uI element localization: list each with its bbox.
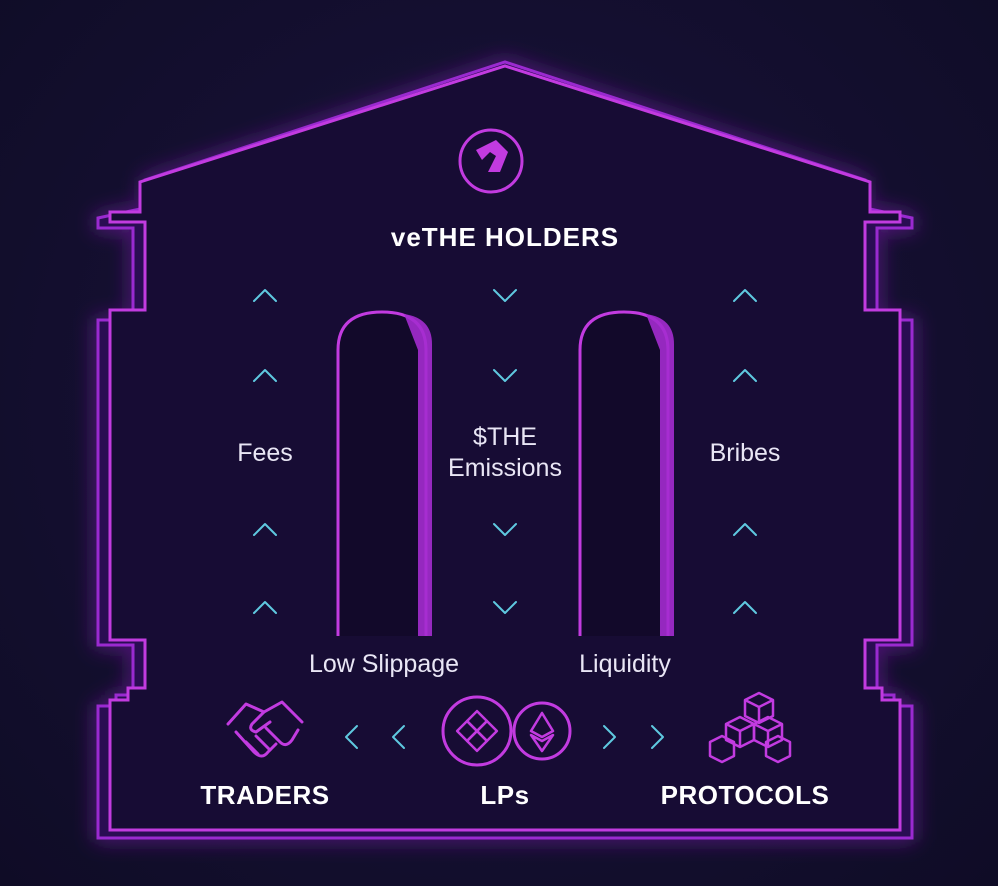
chevron-up-icon (733, 601, 757, 614)
thena-logo-icon (458, 128, 524, 194)
bnb-icon (441, 695, 513, 767)
chevron-up-icon (253, 289, 277, 302)
page-title: veTHE HOLDERS (390, 222, 620, 252)
chevron-up-icon (733, 523, 757, 536)
emissions-label-line2: Emissions (448, 454, 562, 482)
liquidity-label: Liquidity (579, 650, 671, 678)
chevron-down-icon (493, 289, 517, 302)
chevron-down-icon (493, 523, 517, 536)
chevron-up-icon (733, 289, 757, 302)
ethereum-icon (512, 701, 572, 761)
fees-label: Fees (237, 439, 293, 467)
chevron-right-icon (603, 725, 616, 749)
chevron-down-icon (493, 601, 517, 614)
chevron-down-icon (493, 369, 517, 382)
chevron-left-icon (392, 725, 405, 749)
chevron-right-icon (651, 725, 664, 749)
chevron-up-icon (253, 523, 277, 536)
lps-label: LPs (480, 780, 530, 810)
protocols-label: PROTOCOLS (660, 780, 830, 810)
arch-right (578, 310, 674, 636)
handshake-icon (226, 700, 304, 758)
emissions-label: $THE Emissions (425, 422, 585, 484)
chevron-up-icon (253, 369, 277, 382)
chevron-up-icon (253, 601, 277, 614)
building-outline (108, 64, 902, 832)
bribes-label: Bribes (709, 439, 781, 467)
low-slippage-label: Low Slippage (308, 650, 460, 678)
chevron-left-icon (345, 725, 358, 749)
chevron-up-icon (733, 369, 757, 382)
traders-label: TRADERS (200, 780, 330, 810)
arch-left (336, 310, 432, 636)
blocks-icon (708, 691, 792, 764)
emissions-label-line1: $THE (473, 423, 537, 451)
